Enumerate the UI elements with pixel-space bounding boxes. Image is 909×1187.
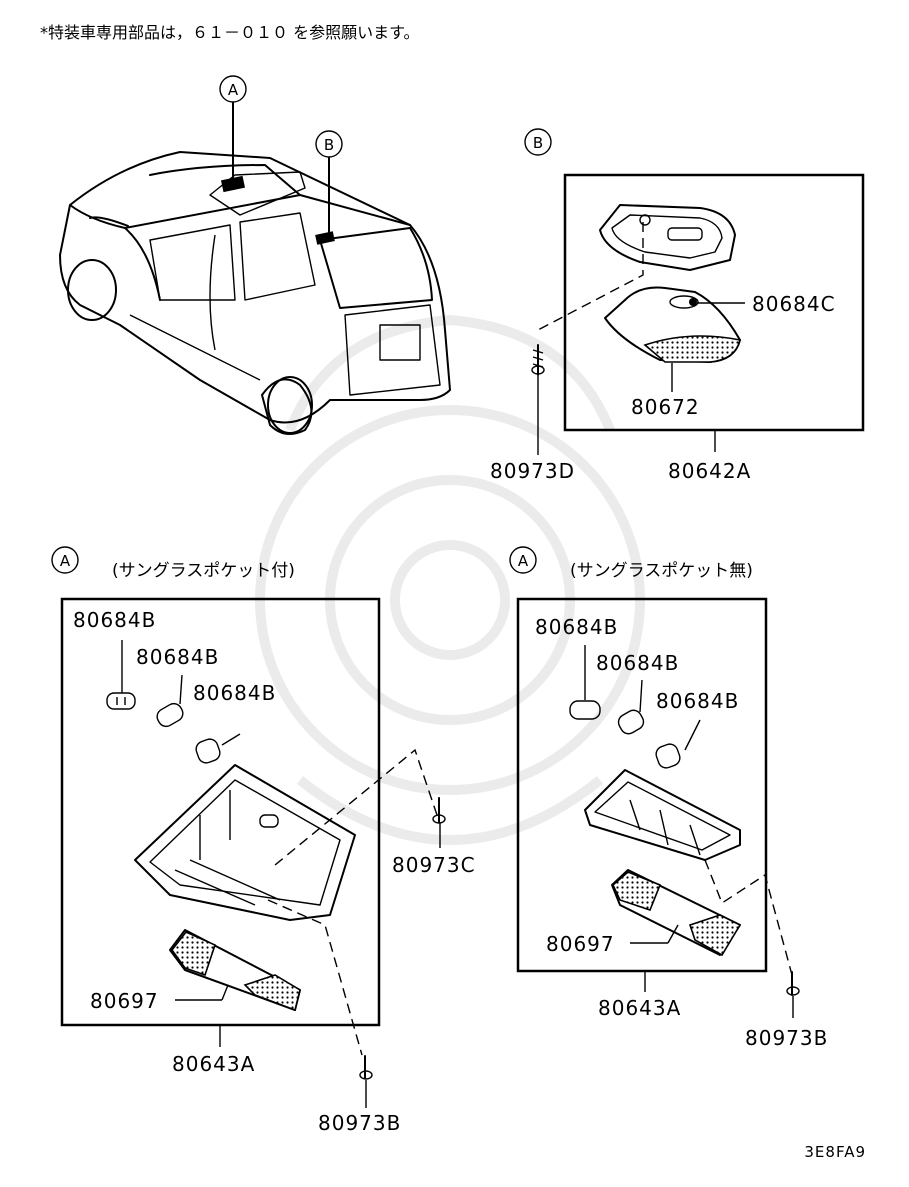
part-80973c: 80973C xyxy=(392,853,476,877)
screw-80973c-icon xyxy=(432,797,446,824)
part-80697-right: 80697 xyxy=(546,932,615,956)
vehicle-illustration xyxy=(59,102,451,435)
section-a-left-label: A xyxy=(60,552,71,570)
part-80697-left: 80697 xyxy=(90,989,159,1013)
section-a-left-box xyxy=(60,597,381,1027)
callout-b-car: B xyxy=(315,130,343,158)
part-80684b-r3: 80684B xyxy=(656,689,739,713)
bulb-icon xyxy=(106,692,136,710)
part-80684b-2: 80684B xyxy=(136,645,219,669)
section-a-left: A (サングラスポケット付) 80684B 80684B 80684B 8069… xyxy=(51,546,476,1135)
part-80973d: 80973D xyxy=(490,459,575,483)
bulb-icon xyxy=(156,702,184,728)
screw-80973b-right-icon xyxy=(786,971,800,996)
part-80643a-left: 80643A xyxy=(172,1052,255,1076)
part-80973b-right: 80973B xyxy=(745,1026,828,1050)
section-b-label: B xyxy=(533,134,543,152)
section-a-left-title: (サングラスポケット付) xyxy=(112,561,295,581)
part-80684b-1: 80684B xyxy=(73,608,156,632)
callout-a-car: A xyxy=(219,75,247,103)
bulb-80684c-icon xyxy=(669,295,699,309)
screw-80973d-icon xyxy=(531,344,545,376)
section-a-right-title: (サングラスポケット無) xyxy=(570,561,753,581)
bulb-icon xyxy=(617,709,645,735)
svg-text:A: A xyxy=(228,81,239,99)
section-b: B 80684C 80672 80973D 80642A xyxy=(490,128,865,483)
screw-80973b-left-icon xyxy=(359,1055,373,1080)
diagram-code: 3E8FA9 xyxy=(804,1143,866,1161)
part-80684c: 80684C xyxy=(752,292,836,316)
section-b-box xyxy=(563,173,865,432)
part-80672: 80672 xyxy=(631,395,700,419)
section-a-right-label: A xyxy=(518,552,529,570)
part-80973b-left: 80973B xyxy=(318,1111,401,1135)
bulb-icon xyxy=(569,700,601,720)
header-note: *特装車専用部品は，６１－０１０ を参照願います。 xyxy=(40,23,420,42)
part-80684b-3: 80684B xyxy=(193,681,276,705)
svg-text:B: B xyxy=(324,136,334,154)
part-80642a: 80642A xyxy=(668,459,751,483)
part-80684b-r2: 80684B xyxy=(596,651,679,675)
part-80643a-right: 80643A xyxy=(598,996,681,1020)
section-a-right-box xyxy=(516,597,768,973)
bulb-icon xyxy=(195,738,221,764)
section-a-right: A (サングラスポケット無) 80684B 80684B 80684B 8069… xyxy=(509,546,828,1050)
part-80684b-r1: 80684B xyxy=(535,615,618,639)
bulb-icon xyxy=(655,743,681,769)
